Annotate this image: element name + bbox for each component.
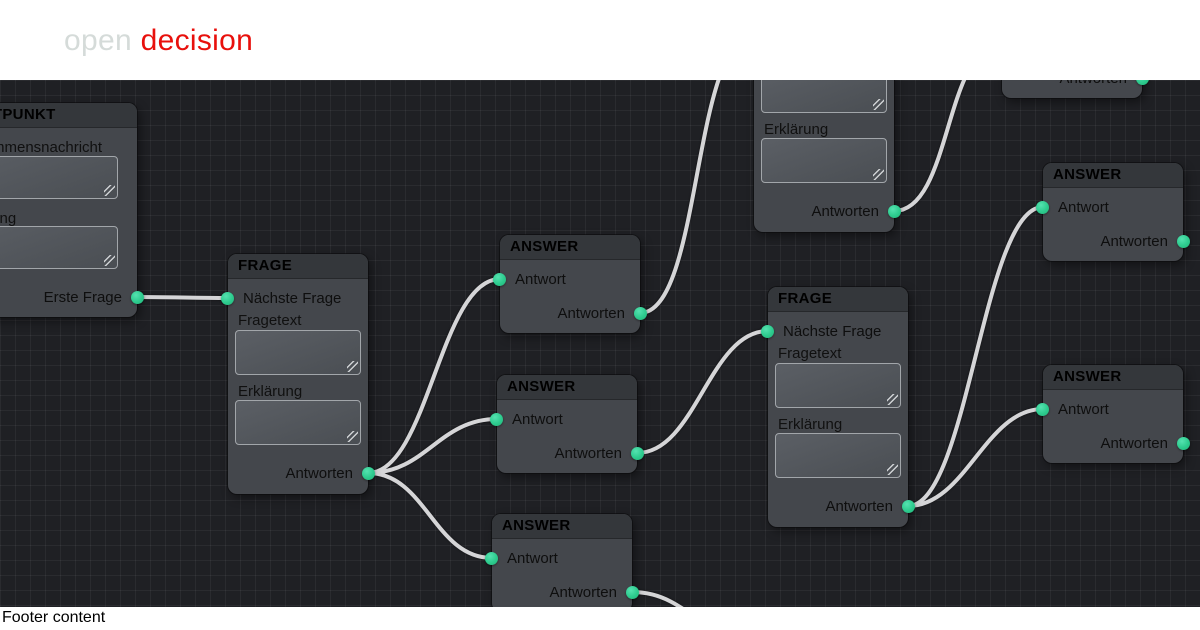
- erklaerung-field: [0, 226, 118, 269]
- input-port-naechste-frage: Nächste Frage: [761, 323, 881, 340]
- node-frage-title[interactable]: FRAGE: [768, 287, 908, 312]
- output-port-dot[interactable]: [626, 585, 639, 599]
- erklaerung-label: Erklärung: [764, 121, 829, 138]
- node-answer-top[interactable]: ANSWER Antwort Antworten: [1002, 80, 1149, 98]
- fragetext-textarea[interactable]: [235, 330, 361, 375]
- wire-answer2-to-frage2: [635, 329, 770, 455]
- node-answer-r1[interactable]: ANSWER Antwort Antworten: [1036, 163, 1190, 261]
- fragetext-field: [761, 80, 887, 113]
- logo-word-open: open: [64, 24, 132, 57]
- fragetext-label: Fragetext: [778, 345, 842, 362]
- app-header: open decision: [0, 0, 1200, 80]
- fragetext-textarea[interactable]: [761, 80, 887, 113]
- output-port-antworten: Antworten: [1059, 80, 1149, 87]
- node-frage-1[interactable]: FRAGE Nächste Frage Fragetext Erklärung …: [221, 254, 375, 494]
- output-port-antworten: Antworten: [811, 203, 901, 220]
- open-decision-logo[interactable]: open decision: [64, 24, 253, 58]
- input-port-dot[interactable]: [761, 324, 774, 338]
- input-port-antwort: Antwort: [1036, 199, 1109, 216]
- node-answer-1[interactable]: ANSWER Antwort Antworten: [493, 235, 647, 333]
- wire-fragetop-to-answertop: [892, 80, 967, 213]
- wire-frage1-to-answer2: [366, 417, 499, 475]
- node-startpunkt[interactable]: STARTPUNKT Willkommensnachricht Erklärun…: [0, 103, 144, 317]
- input-port-naechste-frage: Nächste Frage: [221, 290, 341, 307]
- output-port-dot[interactable]: [131, 290, 144, 304]
- fragetext-field: [235, 330, 361, 375]
- willkommensnachricht-textarea[interactable]: [0, 156, 118, 199]
- willkommensnachricht-label: Willkommensnachricht: [0, 139, 103, 156]
- connection-wires: [135, 80, 1045, 607]
- erklaerung-textarea[interactable]: [235, 400, 361, 445]
- node-answer-title[interactable]: ANSWER: [1043, 365, 1183, 390]
- node-startpunkt-title[interactable]: STARTPUNKT: [0, 103, 137, 128]
- node-answer-2[interactable]: ANSWER Antwort Antworten: [490, 375, 644, 473]
- wire-frage1-to-answer1: [366, 277, 502, 475]
- input-port-dot[interactable]: [485, 551, 498, 565]
- input-port-antwort: Antwort: [490, 411, 563, 428]
- input-port-antwort: Antwort: [493, 271, 566, 288]
- output-port-dot[interactable]: [634, 306, 647, 320]
- output-port-antworten: Antworten: [1100, 435, 1190, 452]
- wire-answer1-to-fragetop: [638, 80, 721, 315]
- input-port-antwort: Antwort: [485, 550, 558, 567]
- input-port-dot[interactable]: [490, 412, 503, 426]
- wire-frage1-to-answer3: [366, 471, 494, 560]
- fragetext-label: Fragetext: [238, 312, 302, 329]
- logo-word-decision: decision: [140, 24, 254, 57]
- erklaerung-textarea[interactable]: [0, 226, 118, 269]
- output-port-antworten: Antworten: [285, 465, 375, 482]
- wire-start-to-frage1: [135, 295, 230, 300]
- input-port-antwort: Antwort: [1036, 401, 1109, 418]
- node-answer-title[interactable]: ANSWER: [497, 375, 637, 400]
- fragetext-field: [775, 363, 901, 408]
- willkommensnachricht-field: [0, 156, 118, 199]
- app-footer: Footer content: [0, 607, 1200, 630]
- node-answer-title[interactable]: ANSWER: [492, 514, 632, 539]
- node-answer-title[interactable]: ANSWER: [1043, 163, 1183, 188]
- erklaerung-textarea[interactable]: [761, 138, 887, 183]
- output-port-antworten: Antworten: [825, 498, 915, 515]
- output-port-antworten: Antworten: [554, 445, 644, 462]
- wire-frage2-to-answerR1: [906, 205, 1045, 508]
- erklaerung-label: Erklärung: [778, 416, 843, 433]
- input-port-dot[interactable]: [221, 291, 234, 305]
- fragetext-textarea[interactable]: [775, 363, 901, 408]
- node-frage-title[interactable]: FRAGE: [228, 254, 368, 279]
- wire-answer3-offscreen: [630, 590, 684, 607]
- input-port-dot[interactable]: [493, 272, 506, 286]
- output-port-dot[interactable]: [888, 204, 901, 218]
- output-port-dot[interactable]: [902, 499, 915, 513]
- output-port-antworten: Antworten: [557, 305, 647, 322]
- output-port-dot[interactable]: [1136, 80, 1149, 85]
- output-port-dot[interactable]: [631, 446, 644, 460]
- output-port-dot[interactable]: [362, 466, 375, 480]
- output-port-dot[interactable]: [1177, 234, 1190, 248]
- node-frage-2[interactable]: FRAGE Nächste Frage Fragetext Erklärung …: [761, 287, 915, 527]
- erklaerung-field: [235, 400, 361, 445]
- output-port-erste-frage: Erste Frage: [44, 289, 144, 306]
- node-answer-r2[interactable]: ANSWER Antwort Antworten: [1036, 365, 1190, 463]
- node-frage-top[interactable]: FRAGE Nächste Frage Fragetext Erklärung …: [754, 80, 901, 232]
- erklaerung-field: [775, 433, 901, 478]
- output-port-antworten: Antworten: [549, 584, 639, 601]
- node-answer-3[interactable]: ANSWER Antwort Antworten: [485, 514, 639, 607]
- node-editor-canvas[interactable]: STARTPUNKT Willkommensnachricht Erklärun…: [0, 80, 1200, 607]
- output-port-dot[interactable]: [1177, 436, 1190, 450]
- node-answer-title[interactable]: ANSWER: [500, 235, 640, 260]
- erklaerung-label: Erklärung: [238, 383, 303, 400]
- erklaerung-label: Erklärung: [0, 210, 17, 227]
- input-port-dot[interactable]: [1036, 402, 1049, 416]
- output-port-antworten: Antworten: [1100, 233, 1190, 250]
- wire-frage2-to-answerR2: [906, 407, 1045, 508]
- erklaerung-field: [761, 138, 887, 183]
- footer-text: Footer content: [2, 609, 106, 626]
- input-port-dot[interactable]: [1036, 200, 1049, 214]
- erklaerung-textarea[interactable]: [775, 433, 901, 478]
